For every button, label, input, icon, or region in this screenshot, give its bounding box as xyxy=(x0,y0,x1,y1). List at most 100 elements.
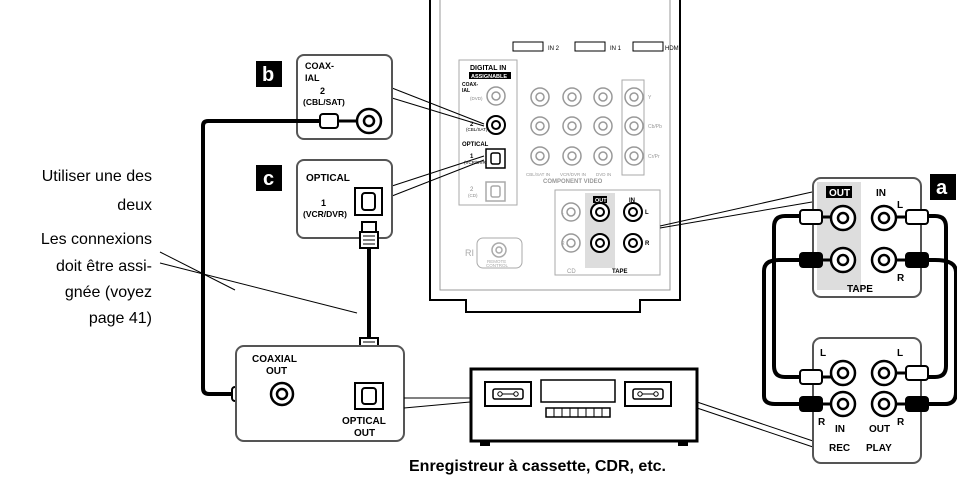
rca-jack-icon xyxy=(870,204,898,232)
panel-label: OPTICAL xyxy=(342,416,386,427)
coax-jack-icon xyxy=(355,107,383,135)
callout-text: OPTICAL xyxy=(306,173,350,184)
play-label: PLAY xyxy=(866,443,892,454)
panel-label: OUT xyxy=(354,428,375,439)
channel-label: L xyxy=(820,348,826,359)
note-pointer xyxy=(159,251,236,291)
cv-input-label: DVD IN xyxy=(596,172,611,177)
hdmi-port-icon xyxy=(574,41,606,52)
badge-c xyxy=(256,165,282,191)
callout-text: 1 xyxy=(321,198,326,208)
callout-optical-box xyxy=(296,159,393,239)
channel-label: R xyxy=(645,241,650,247)
badge-a xyxy=(930,174,956,200)
jack-number: 2 xyxy=(470,122,474,128)
audio-cable-r xyxy=(762,258,800,406)
audio-cable-l xyxy=(772,214,800,379)
rca-jack-icon xyxy=(870,359,898,387)
note-line: Utiliser une des xyxy=(42,168,152,185)
receiver-panel: IN 2 IN 1 HDMI DIGITAL IN ASSIGNABLE COA… xyxy=(429,0,681,313)
in-label: IN xyxy=(876,188,886,199)
callout-text: IAL xyxy=(305,73,320,83)
rca-jack-icon xyxy=(829,390,857,418)
coax-tiny-label: IAL xyxy=(462,88,470,94)
channel-label: L xyxy=(561,210,564,216)
rca-jack-icon xyxy=(829,204,857,232)
channel-label: R xyxy=(561,241,565,247)
remote-label: REMOTE xyxy=(487,259,506,264)
vcrdvr-tiny-label: (VCR/DVR) xyxy=(464,160,488,165)
optical-jack-icon xyxy=(485,148,506,169)
dvd-tiny-label: (DVD) xyxy=(470,96,483,101)
optical-jack-icon xyxy=(354,382,384,410)
rca-plug-icon xyxy=(799,252,831,268)
tape-label: TAPE xyxy=(612,269,628,275)
component-video-label: COMPONENT VIDEO xyxy=(543,179,603,185)
assignable-label: ASSIGNABLE xyxy=(471,74,507,80)
note-line: page 41) xyxy=(89,310,152,327)
remote-label: CONTROL xyxy=(486,263,508,268)
coax-plug-icon xyxy=(319,113,357,129)
note-line: doit être assi- xyxy=(56,258,152,275)
badge-letter: c xyxy=(263,168,274,190)
coax-cable xyxy=(201,119,320,396)
tape-label: TAPE xyxy=(847,284,873,295)
hdmi-port-icon xyxy=(632,41,664,52)
cv-label: Cr/Pr xyxy=(648,154,660,160)
out-badge xyxy=(826,186,852,198)
remote-jack-icon xyxy=(491,242,507,258)
source-output-panel xyxy=(235,345,405,442)
note-line: deux xyxy=(117,197,152,214)
audio-cable-r xyxy=(920,258,957,406)
cassette-deck-icon xyxy=(469,367,699,446)
note-line: gnée (voyez xyxy=(65,284,152,301)
hdmi-label: IN 1 xyxy=(610,46,622,52)
caption: Enregistreur à cassette, CDR, etc. xyxy=(409,458,666,475)
out-badge xyxy=(593,196,607,203)
callout-text: 2 xyxy=(320,86,325,96)
digital-in-label: DIGITAL IN xyxy=(470,65,506,72)
cv-input-label: VCR/DVR IN xyxy=(560,172,586,177)
assignable-badge xyxy=(469,72,511,79)
hdmi-row: IN 2 IN 1 HDMI xyxy=(512,41,681,52)
callout-line xyxy=(391,155,485,187)
jack-number: 2 xyxy=(470,187,474,193)
rca-plug-icon xyxy=(799,209,831,225)
component-video-grid xyxy=(530,79,645,176)
rca-jack-icon xyxy=(870,246,898,274)
coax-jack-icon xyxy=(486,86,506,106)
rca-plug-icon xyxy=(799,396,831,412)
callout-line xyxy=(659,201,813,229)
panel-label: COAXIAL xyxy=(252,354,297,365)
note-pointer xyxy=(159,262,358,314)
out-label: OUT xyxy=(595,198,607,204)
rca-plug-icon xyxy=(896,365,929,381)
rca-plug-icon xyxy=(896,209,929,225)
rca-jack-icon xyxy=(829,246,857,274)
rca-plug-icon xyxy=(896,252,929,268)
cv-label: Cb/Pb xyxy=(648,124,662,130)
jack-number: 1 xyxy=(470,154,474,160)
ri-label: RI xyxy=(465,248,474,258)
callout-line xyxy=(403,401,471,409)
rca-plug-icon xyxy=(799,369,831,385)
out-label: OUT xyxy=(829,188,850,199)
callout-line xyxy=(696,401,814,442)
callout-text: (VCR/DVR) xyxy=(303,209,347,219)
rca-jack-icon xyxy=(829,359,857,387)
coax-jack-icon xyxy=(269,381,295,407)
callout-line xyxy=(659,191,813,227)
hdmi-port-icon xyxy=(512,41,544,52)
coax-jack-icon xyxy=(486,115,506,135)
hdmi-label: HDMI xyxy=(665,46,681,52)
in-label: IN xyxy=(629,198,635,204)
audio-cable-l xyxy=(920,214,948,379)
in-label: IN xyxy=(835,424,845,435)
channel-label: L xyxy=(897,348,903,359)
optical-plug-icon xyxy=(359,221,379,249)
cblsat-tiny-label: (CBL/SAT) xyxy=(466,127,488,132)
panel-label: OUT xyxy=(266,366,287,377)
rec-label: REC xyxy=(829,443,850,454)
out-label: OUT xyxy=(869,424,890,435)
